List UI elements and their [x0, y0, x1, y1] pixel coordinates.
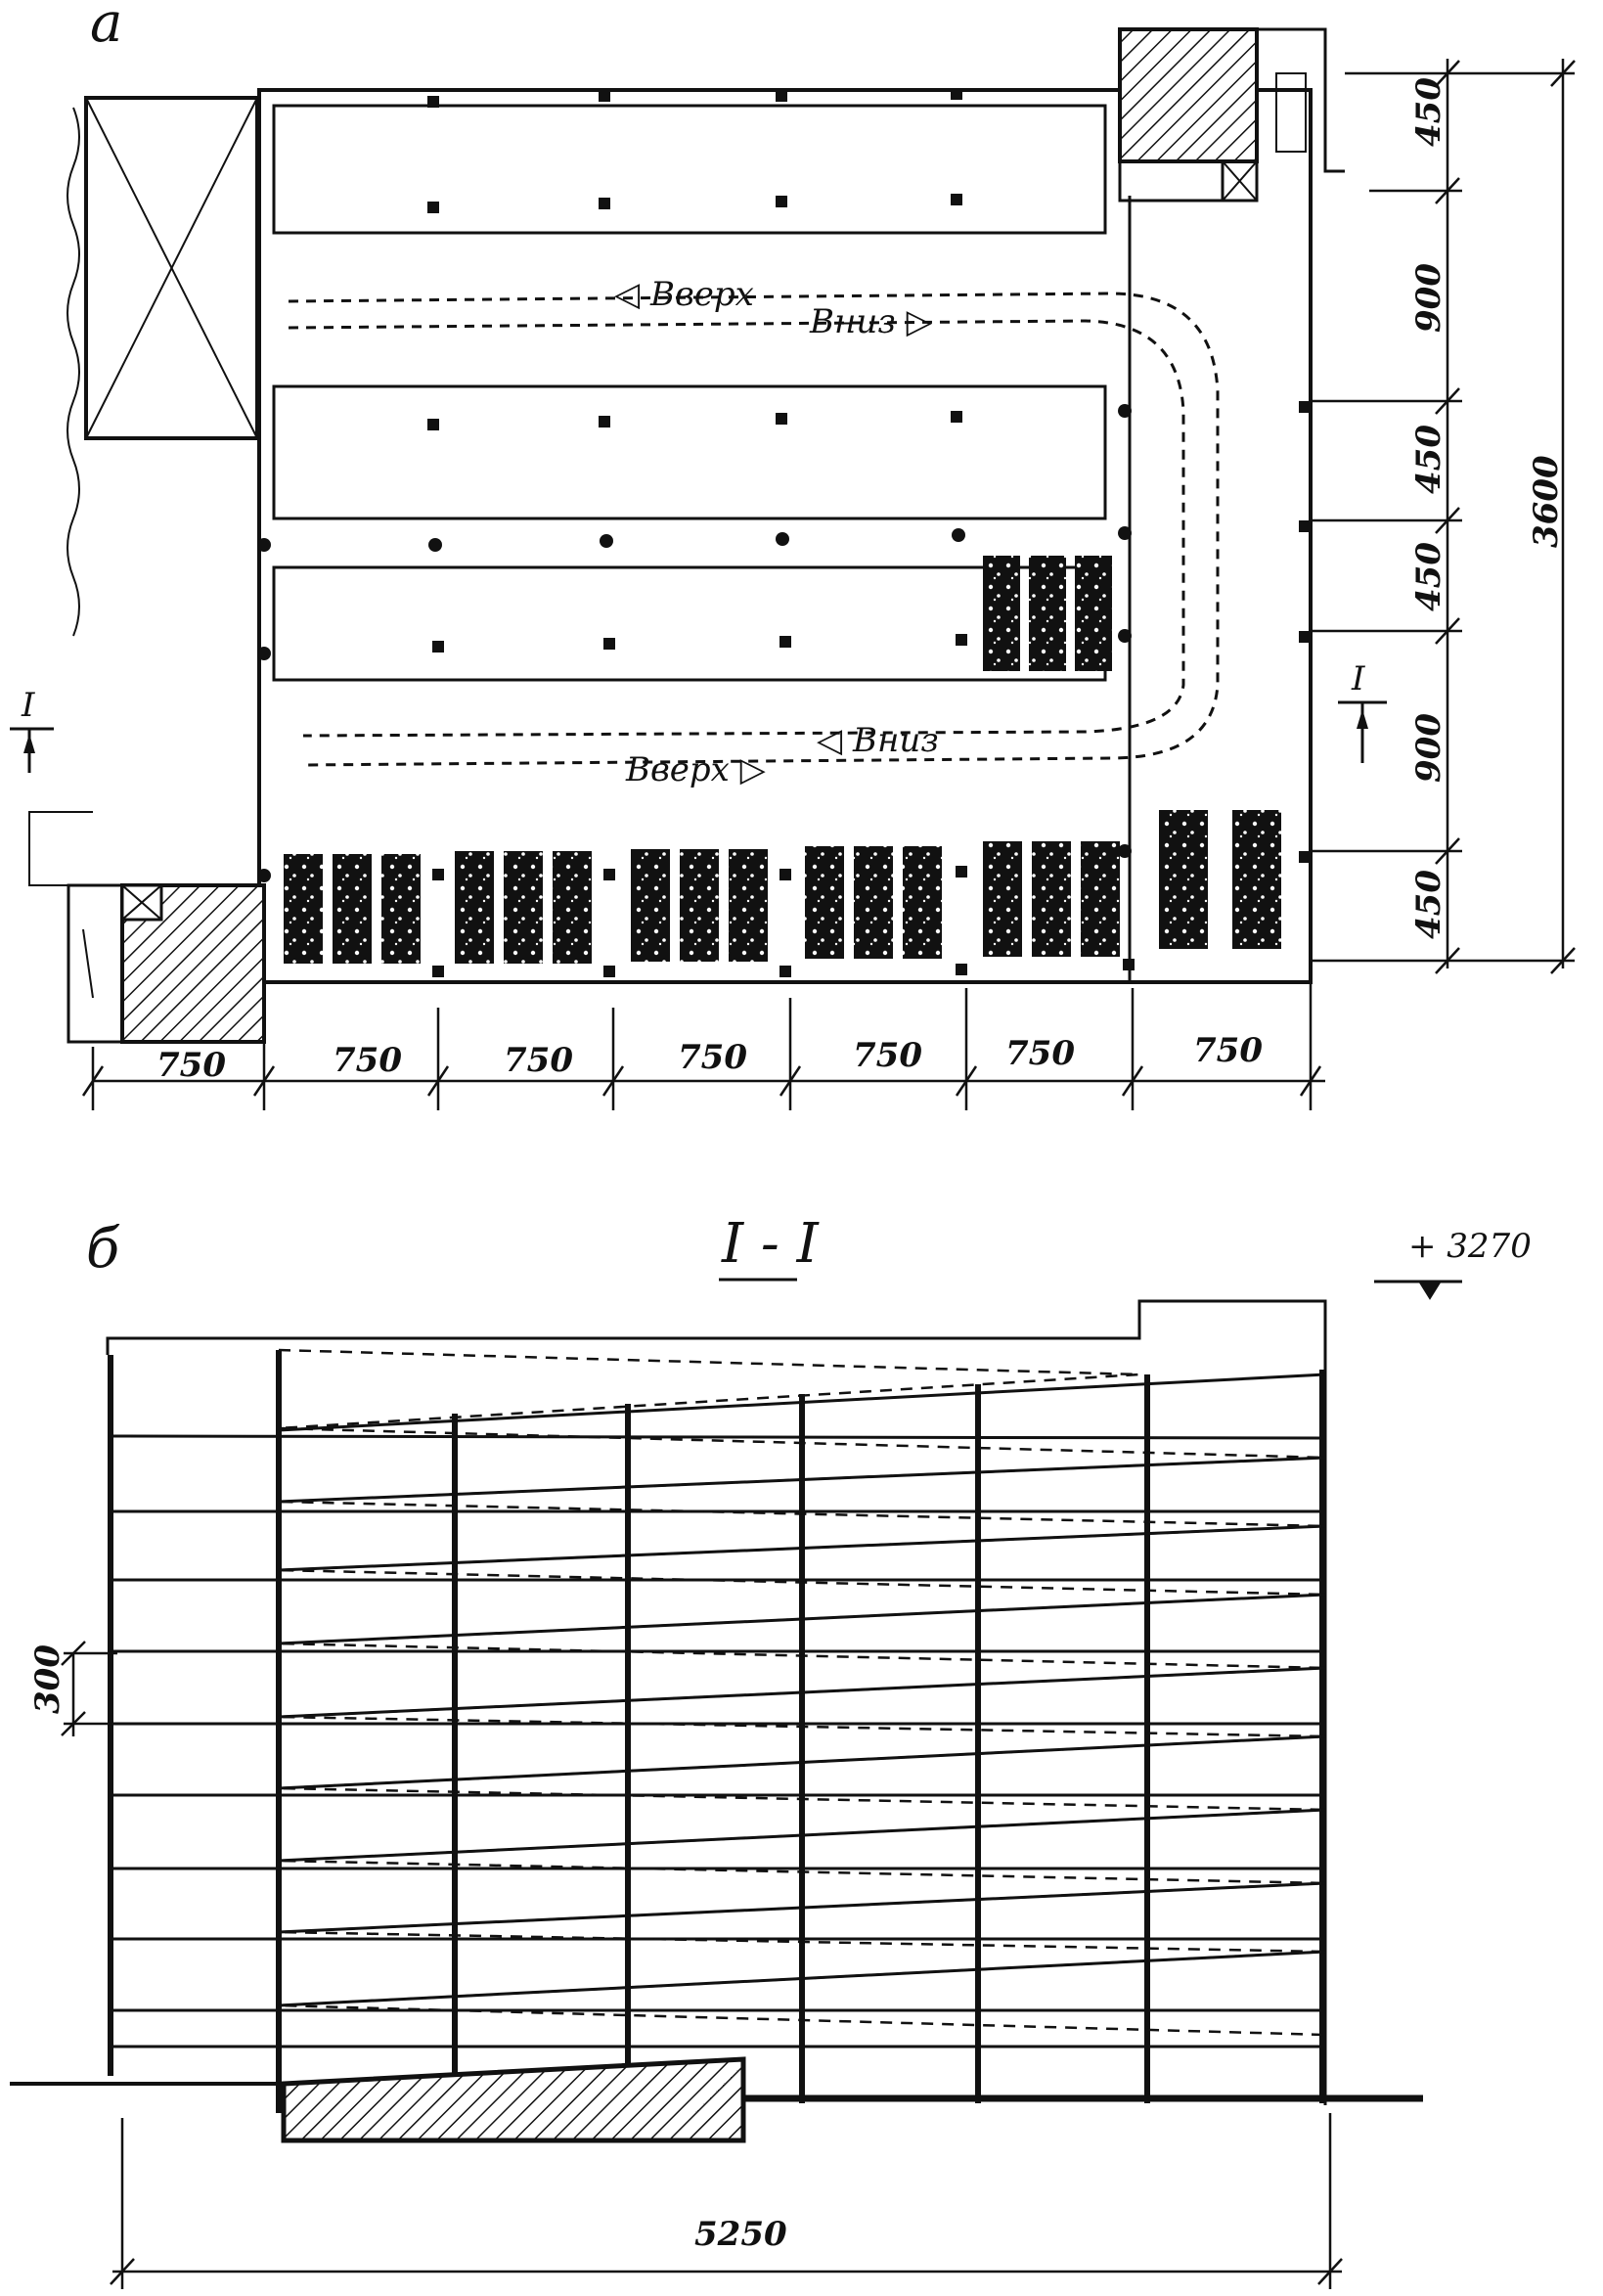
stair-block-bottom	[28, 811, 266, 1044]
plan-label: а	[90, 0, 122, 55]
parked-cars	[284, 556, 1281, 964]
columns	[257, 88, 1311, 977]
elevation-label: + 3270	[1408, 1227, 1532, 1266]
dim-bottom-5: 750	[853, 1036, 922, 1075]
arrow-down-bottom: ◁ Вниз	[817, 721, 939, 760]
dim-bottom-3: 750	[504, 1041, 573, 1080]
dim-right-4: 450	[1409, 542, 1448, 611]
elevator-shaft-left	[67, 96, 259, 637]
svg-text:I: I	[1351, 659, 1365, 698]
dim-right-6: 450	[1409, 870, 1448, 939]
dimension-bottom	[81, 983, 1325, 1110]
total-length-label: 5250	[694, 2215, 787, 2254]
dim-bottom-4: 750	[678, 1038, 747, 1077]
stair-block-top	[1118, 27, 1345, 203]
dim-right-3: 450	[1409, 425, 1448, 494]
dim-bottom-1: 750	[156, 1046, 226, 1085]
arrow-down-top: Вниз ▷	[809, 302, 933, 341]
total-length-dim	[110, 2113, 1343, 2289]
floor-height-label: 300	[28, 1644, 67, 1714]
dimension-right	[1311, 59, 1576, 974]
dim-right-2: 900	[1409, 263, 1448, 333]
svg-text:I: I	[21, 686, 35, 725]
section-view: б I - I + 3270	[10, 1212, 1532, 2289]
dim-right-1: 450	[1409, 77, 1448, 147]
section-columns	[108, 1350, 1325, 2113]
section-ramps	[278, 1348, 1326, 2037]
dim-bottom-7: 750	[1193, 1031, 1263, 1070]
parking-strips	[272, 104, 1107, 682]
dim-bottom-6: 750	[1005, 1034, 1075, 1073]
section-marker-left: I	[10, 686, 54, 773]
underground-hatched	[281, 2056, 746, 2143]
dim-right-total: 3600	[1527, 455, 1566, 548]
floor-height-dim	[61, 1641, 117, 1736]
elevation-marker	[1374, 1280, 1462, 1300]
arrow-up-top: ◁ Вверх	[614, 275, 754, 314]
dim-right-5: 900	[1409, 713, 1448, 783]
section-roof	[106, 1299, 1327, 2105]
ramp-paths	[288, 292, 1220, 767]
arrow-up-bottom: Вверх ▷	[625, 750, 767, 789]
plan-view: а	[10, 0, 1576, 1110]
section-title: I - I	[721, 1212, 821, 1276]
section-marker-right: I	[1338, 659, 1387, 763]
section-label: б	[86, 1217, 120, 1281]
section-slabs	[110, 1373, 1326, 2048]
dim-bottom-2: 750	[333, 1041, 402, 1080]
dims-right-labels: 450 900 450 450 900 450 3600	[1409, 77, 1566, 939]
